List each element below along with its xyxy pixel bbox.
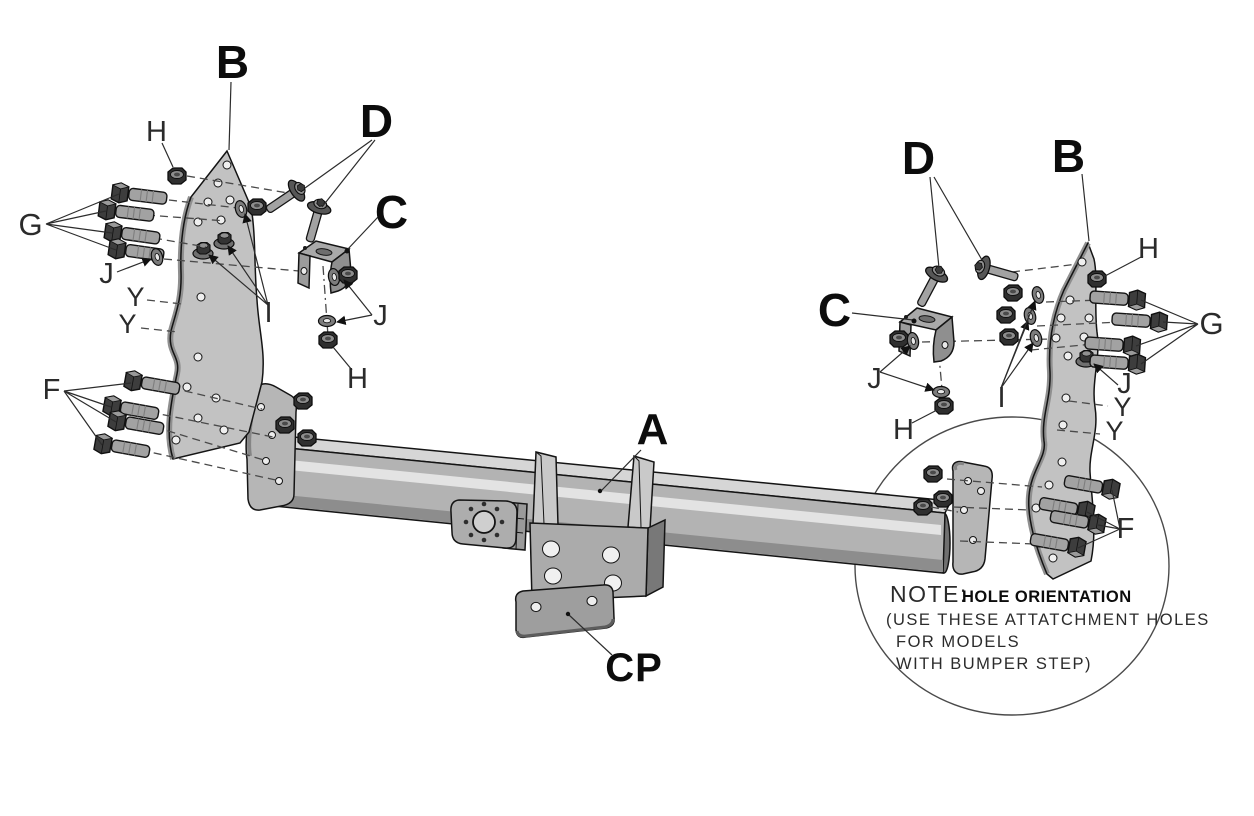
callout-f-right: F	[1117, 513, 1136, 545]
hex-bolt	[92, 431, 152, 463]
callout-c-left: C	[375, 186, 409, 238]
callout-i-left: I	[264, 297, 273, 329]
cover-plate-face	[514, 584, 615, 639]
left-flange-holes	[257, 403, 283, 485]
note-prefix: NOTE:	[890, 581, 968, 607]
note-line4: WITH BUMPER STEP)	[896, 655, 1092, 673]
tongue-plate	[450, 499, 528, 551]
callout-a-crossbar: A	[637, 405, 670, 454]
callout-d-right: D	[902, 132, 936, 184]
callout-g-left: G	[18, 207, 43, 242]
callout-y-left-1: Y	[126, 282, 145, 312]
hex-nut	[999, 328, 1019, 346]
receiver-holes	[542, 540, 622, 592]
tongue-plate-big-hole	[472, 510, 496, 534]
cover-plate-hole	[586, 595, 598, 607]
hex-nut	[247, 198, 267, 216]
receiver-box	[529, 451, 666, 602]
washer	[1021, 305, 1039, 327]
washer	[1029, 284, 1047, 306]
cover-plate-hole	[530, 601, 542, 613]
callout-j-left-bottom: J	[373, 300, 389, 332]
right-side-plate-holes	[1031, 257, 1094, 563]
cover-plate	[514, 584, 615, 639]
callout-y-left-2: Y	[118, 309, 137, 339]
hex-nut	[913, 498, 933, 516]
note-circle	[854, 416, 1170, 716]
hex-nut	[889, 330, 909, 348]
callout-cp-cover-plate: CP	[605, 646, 663, 690]
callout-y-right-1: Y	[1113, 392, 1132, 422]
hex-bolt	[110, 181, 169, 210]
washer	[931, 385, 951, 399]
hex-nut	[318, 331, 338, 349]
callout-h-left-top: H	[146, 116, 168, 148]
hex-nut	[1087, 270, 1107, 288]
left-side-plate	[166, 149, 264, 460]
hex-nut	[923, 465, 943, 483]
callout-g-right: G	[1199, 306, 1224, 341]
hex-nut	[167, 167, 187, 185]
hex-bolt	[122, 368, 182, 400]
note-title: HOLE ORIENTATION	[962, 588, 1132, 606]
callout-d-left: D	[360, 95, 394, 147]
callout-labels: B H G J Y Y I D C J H F A CP D B C H G J…	[18, 36, 1224, 690]
hex-nut	[933, 490, 953, 508]
note-line2: (USE THESE ATTATCHMENT HOLES	[886, 611, 1210, 629]
hex-nut	[996, 306, 1016, 324]
tube-highlight	[259, 457, 941, 535]
hex-bolt	[1088, 286, 1147, 312]
right-flange-face	[951, 460, 993, 575]
receiver-side-face	[645, 518, 666, 598]
callout-h-left-bottom: H	[347, 363, 369, 395]
washer	[1027, 327, 1045, 349]
callout-y-right-2: Y	[1105, 416, 1124, 446]
hex-bolt	[97, 198, 156, 227]
callout-h-right-bottom: H	[893, 414, 915, 446]
carriage-bolt	[260, 174, 312, 221]
callout-j-right-plate: J	[1117, 368, 1133, 400]
hex-nut	[293, 392, 313, 410]
carriage-bolt	[297, 194, 334, 246]
callout-j-left-top: J	[99, 258, 115, 290]
hex-nut	[1003, 284, 1023, 302]
callout-b-left: B	[216, 36, 250, 88]
note-line3: FOR MODELS	[896, 633, 1020, 651]
note-text: NOTE: HOLE ORIENTATION (USE THESE ATTATC…	[886, 581, 1210, 673]
hex-nut	[934, 397, 954, 415]
callout-f-left: F	[43, 374, 62, 406]
left-hardware	[92, 167, 358, 463]
callout-b-right: B	[1052, 130, 1086, 182]
washer	[317, 314, 337, 328]
alignment-guides	[140, 175, 1122, 545]
carriage-bolt	[908, 259, 953, 312]
receiver-left-tab	[532, 451, 559, 526]
callout-c-right: C	[818, 284, 852, 336]
callout-j-right-bottom: J	[867, 363, 883, 395]
callout-i-right: I	[997, 382, 1006, 414]
right-side-plate	[1025, 241, 1107, 580]
left-side-plate-face	[168, 149, 264, 460]
tongue-plate-small-holes	[463, 501, 505, 543]
hex-nut	[338, 266, 358, 284]
hex-bolt	[1110, 308, 1169, 334]
hex-nut	[297, 429, 317, 447]
hex-nut	[275, 416, 295, 434]
callout-h-right-top: H	[1138, 233, 1160, 265]
callout-leaders	[45, 81, 1199, 656]
